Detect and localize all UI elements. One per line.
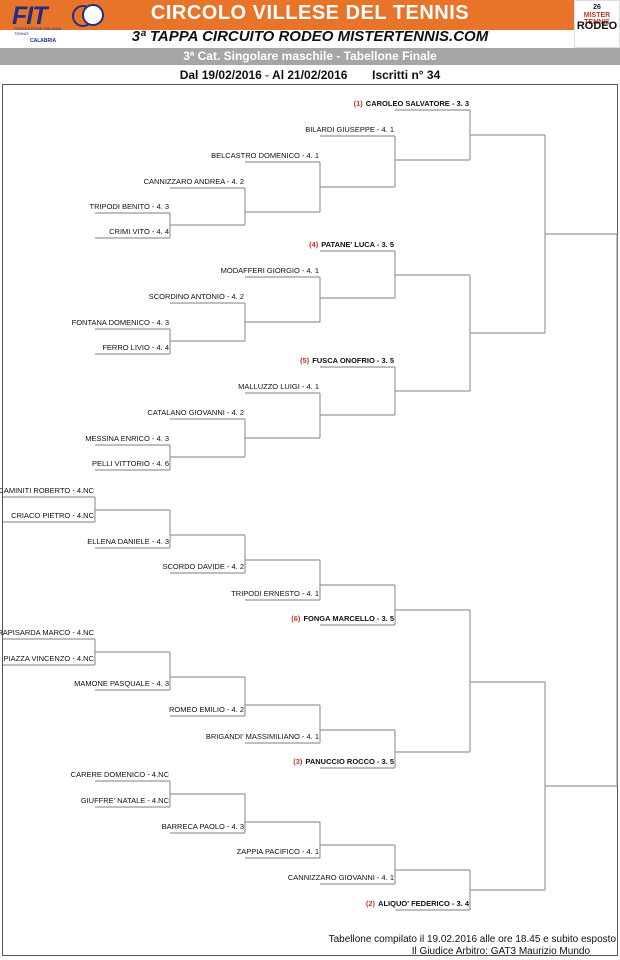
date-range: Dal 19/02/2016 - Al 21/02/2016 Iscritti …: [0, 68, 620, 82]
date-to: Al 21/02/2016: [272, 68, 348, 82]
player-entry: BARRECA PAOLO - 4. 3: [161, 822, 244, 831]
player-entry: TRIPODI ERNESTO - 4. 1: [231, 589, 319, 598]
page-title: CIRCOLO VILLESE DEL TENNIS: [150, 2, 470, 24]
player-entry: CRIACO PIETRO - 4.NC: [11, 511, 94, 520]
category-title: 3ª Cat. Singolare maschile - Tabellone F…: [183, 49, 437, 63]
player-entry: ROMEO EMILIO - 4. 2: [168, 705, 244, 714]
player-entry: TRIPODI BENITO - 4. 3: [89, 202, 169, 211]
footer-referee: Il Giudice Arbitro: GAT3 Maurizio Mundo: [411, 946, 590, 957]
category-bar: [0, 48, 620, 65]
footer-compiled: Tabellone compilato il 19.02.2016 alle o…: [328, 934, 616, 945]
tennis-ball-icon-2: [82, 4, 104, 26]
player-entry: MESSINA ENRICO - 4. 3: [85, 434, 169, 443]
entrants-count: Iscritti n° 34: [372, 68, 441, 82]
rodeo-logo-mister: MISTER TENNIS: [583, 12, 611, 26]
player-entry: MALLUZZO LUIGI - 4. 1: [238, 382, 319, 391]
rodeo-logo-number: 26: [593, 4, 601, 11]
player-entry: (4)PATANE' LUCA - 3. 5: [309, 240, 394, 249]
player-entry: (2)ALIQUO' FEDERICO - 3. 4: [365, 899, 469, 908]
player-entry: CRIMI VITO - 4. 4: [109, 227, 169, 236]
player-entry: SCORDINO ANTONIO - 4. 2: [148, 292, 244, 301]
player-entry: CAMINITI ROBERTO - 4.NC: [0, 486, 94, 495]
player-entry: CATALANO GIOVANNI - 4. 2: [147, 408, 244, 417]
player-entry: PELLI VITTORIO - 4. 6: [92, 459, 169, 468]
player-entry: CARERE DOMENICO - 4.NC: [70, 770, 169, 779]
player-entry: GIUFFRE' NATALE - 4.NC: [80, 796, 169, 805]
fit-region-text: CALABRIA: [30, 38, 57, 44]
player-entry: (1)CAROLEO SALVATORE - 3. 3: [353, 99, 469, 108]
player-entry: SCORDO DAVIDE - 4. 2: [162, 562, 244, 571]
player-entry: BILARDI GIUSEPPE - 4. 1: [305, 125, 394, 134]
player-entry: (6)FONGA MARCELLO - 3. 5: [291, 614, 394, 623]
player-entry: CANNIZZARO GIOVANNI - 4. 1: [287, 873, 394, 882]
fit-logo-text: FIT: [12, 2, 47, 30]
fit-logo: FIT FEDERAZIONE ITALIANA TENNIS CALABRIA: [12, 2, 104, 46]
fit-federation-text: FEDERAZIONE ITALIANA TENNIS: [14, 26, 61, 36]
player-entry: RAPISARDA MARCO - 4.NC: [0, 628, 94, 637]
player-entry: MAMONE PASQUALE - 4. 3: [74, 679, 169, 688]
player-entry: ZAPPIA PACIFICO - 4. 1: [236, 847, 319, 856]
date-separator: -: [265, 68, 270, 82]
player-entry: CANNIZZARO ANDREA - 4. 2: [143, 177, 244, 186]
player-entry: ELLENA DANIELE - 4. 3: [87, 537, 169, 546]
rodeo-logo-rodeo: RODEO: [576, 20, 618, 32]
date-from: Dal 19/02/2016: [179, 68, 262, 82]
player-entry: MODAFFERI GIORGIO - 4. 1: [220, 266, 319, 275]
player-entry: BRIGANDI' MASSIMILIANO - 4. 1: [205, 732, 319, 741]
player-entry: FONTANA DOMENICO - 4. 3: [71, 318, 169, 327]
player-entry: FERRO LIVIO - 4. 4: [102, 343, 169, 352]
player-entry: PIAZZA VINCENZO - 4.NC: [3, 654, 94, 663]
tournament-subtitle: 3ª TAPPA CIRCUITO RODEO MISTERTENNIS.COM: [131, 28, 489, 45]
player-entry: (3)PANUCCIO ROCCO - 3. 5: [293, 757, 394, 766]
player-entry: (5)FUSCA ONOFRIO - 3. 5: [300, 356, 394, 365]
player-entry: BELCASTRO DOMENICO - 4. 1: [211, 151, 319, 160]
